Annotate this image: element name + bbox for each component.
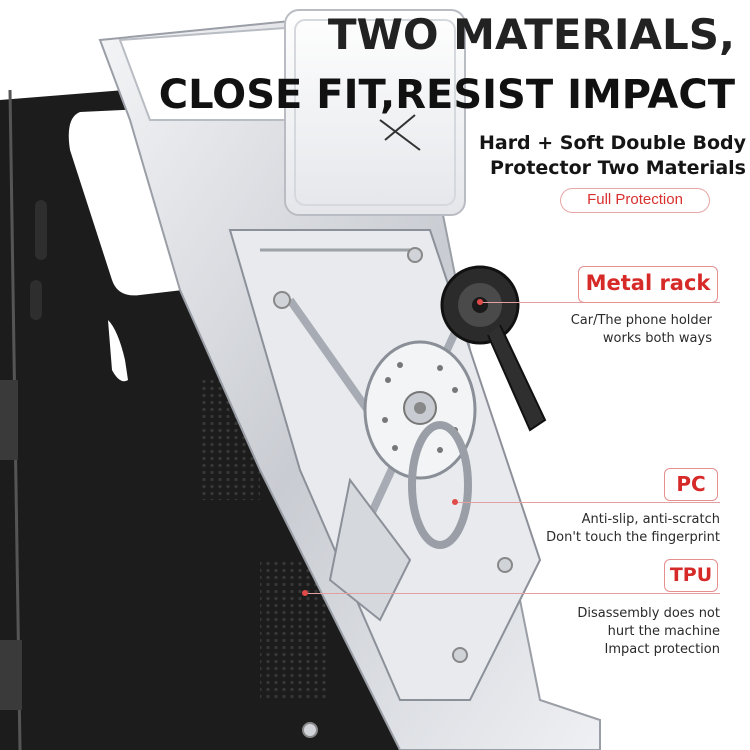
- feature-desc-metal-2: works both ways: [602, 331, 712, 346]
- feature-tag-pc: PC: [664, 468, 718, 501]
- feature-desc-pc-2: Don't touch the fingerprint: [546, 530, 720, 545]
- pointer-dot-tpu: [302, 590, 308, 596]
- full-protection-badge: Full Protection: [560, 188, 710, 213]
- feature-desc-tpu-1: Disassembly does not: [577, 606, 720, 621]
- feature-tag-tpu: TPU: [664, 559, 718, 592]
- feature-desc-metal-1: Car/The phone holder: [570, 313, 712, 328]
- leader-line-pc: [455, 502, 720, 503]
- feature-desc-tpu-2: hurt the machine: [607, 624, 720, 639]
- ring-holder-icon: [408, 265, 547, 549]
- feature-desc-pc-1: Anti-slip, anti-scratch: [581, 512, 720, 527]
- leader-line-tpu: [305, 593, 720, 594]
- subheading-line-1: Hard + Soft Double Body: [478, 132, 746, 154]
- feature-desc-tpu-3: Impact protection: [604, 642, 720, 657]
- headline-line-1: TWO MATERIALS,: [327, 10, 735, 59]
- camera-slider-icon: [284, 9, 466, 216]
- subheading-line-2: Protector Two Materials: [489, 157, 746, 179]
- feature-tag-metal-rack: Metal rack: [578, 266, 718, 303]
- pointer-dot-pc: [452, 499, 458, 505]
- pointer-dot-metal: [477, 299, 483, 305]
- headline-line-2: CLOSE FIT,RESIST IMPACT: [158, 72, 735, 118]
- magnet-plate: [363, 340, 477, 480]
- silver-frame: [98, 18, 601, 750]
